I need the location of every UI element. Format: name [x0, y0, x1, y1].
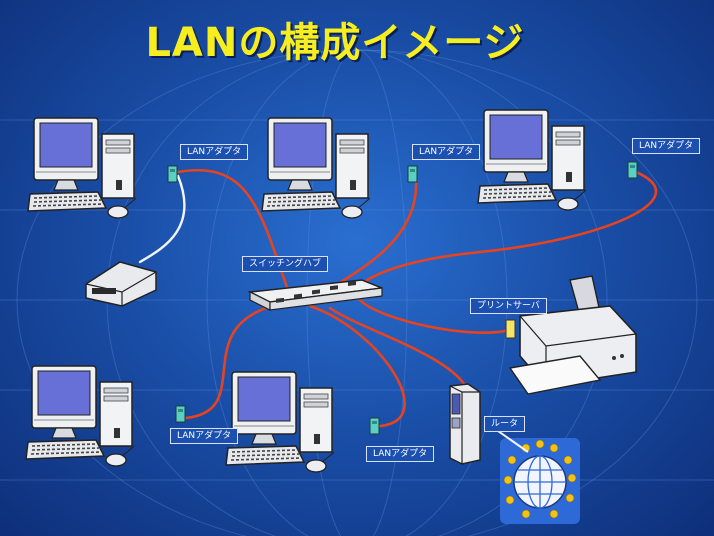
lan-adapter-icon: [175, 405, 186, 423]
desktop-pc-icon: [261, 117, 371, 219]
lan-adapter-icon: [167, 165, 178, 183]
lan-adapter-label: LANアダプタ: [412, 144, 481, 160]
desktop-pc-icon: [477, 109, 587, 211]
lan-adapter-label: LANアダプタ: [170, 428, 239, 444]
lan-adapter-label: LANアダプタ: [180, 144, 249, 160]
lan-adapter-label: LANアダプタ: [366, 446, 435, 462]
router-label: ルータ: [484, 416, 526, 432]
print-server-label: プリントサーバ: [470, 298, 547, 314]
desktop-pc-icon: [225, 371, 335, 473]
switching-hub-icon: [247, 279, 383, 311]
switching-hub-label: スイッチングハブ: [242, 256, 329, 272]
desktop-pc-icon: [27, 117, 137, 219]
lan-adapter-icon: [627, 161, 638, 179]
print-server-icon: [505, 319, 516, 339]
internet-globe-icon: [500, 438, 580, 524]
lan-adapter-label: LANアダプタ: [632, 138, 701, 154]
external-drive-icon: [85, 261, 157, 307]
lan-adapter-icon: [407, 165, 418, 183]
router-icon: [449, 383, 481, 465]
printer-icon: [508, 275, 637, 395]
page-title: LANの構成イメージ: [145, 20, 525, 66]
lan-adapter-icon: [369, 417, 380, 435]
desktop-pc-icon: [25, 365, 135, 467]
